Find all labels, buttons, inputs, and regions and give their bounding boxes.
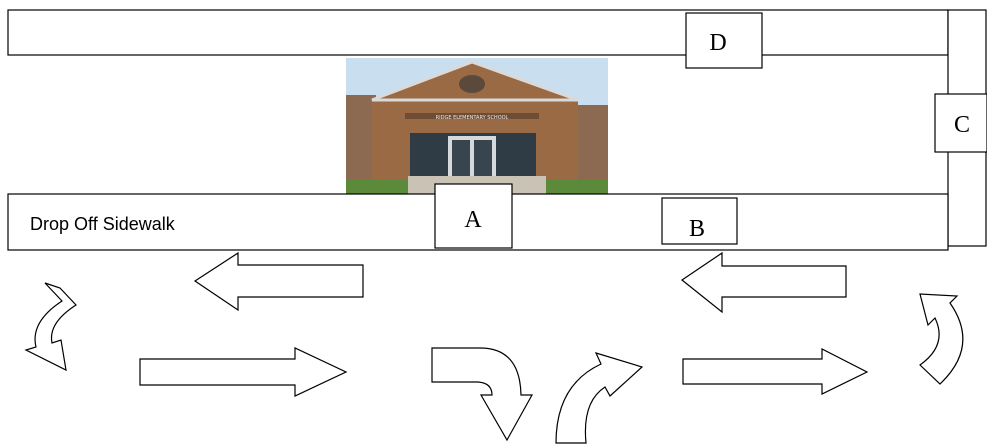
curved-turn-arrow-icon	[919, 293, 964, 385]
curved-turn-arrow-icon	[24, 282, 77, 372]
school-sign: RIDGE ELEMENTARY SCHOOL	[436, 115, 509, 121]
zone-c-label: C	[954, 112, 970, 138]
drop-off-sidewalk-label: Drop Off Sidewalk	[30, 214, 176, 234]
top-lane	[7, 9, 949, 56]
zone-b-label: B	[689, 216, 705, 242]
school-building-photo: RIDGE ELEMENTARY SCHOOL	[346, 58, 608, 194]
arrow-left-icon	[680, 251, 847, 314]
zone-a-box: A	[434, 183, 513, 249]
arrow-left-icon	[193, 251, 364, 312]
arrow-right-icon	[139, 347, 348, 397]
zone-b-box: B	[661, 197, 738, 245]
zone-a-label: A	[464, 207, 482, 233]
curved-turn-down-arrow-icon	[431, 347, 534, 442]
zone-c-box: C	[934, 93, 987, 153]
zone-d-box: D	[685, 12, 763, 69]
zone-d-label: D	[709, 30, 726, 56]
arrow-right-icon	[682, 348, 869, 395]
curved-turn-up-arrow-icon	[555, 352, 644, 444]
